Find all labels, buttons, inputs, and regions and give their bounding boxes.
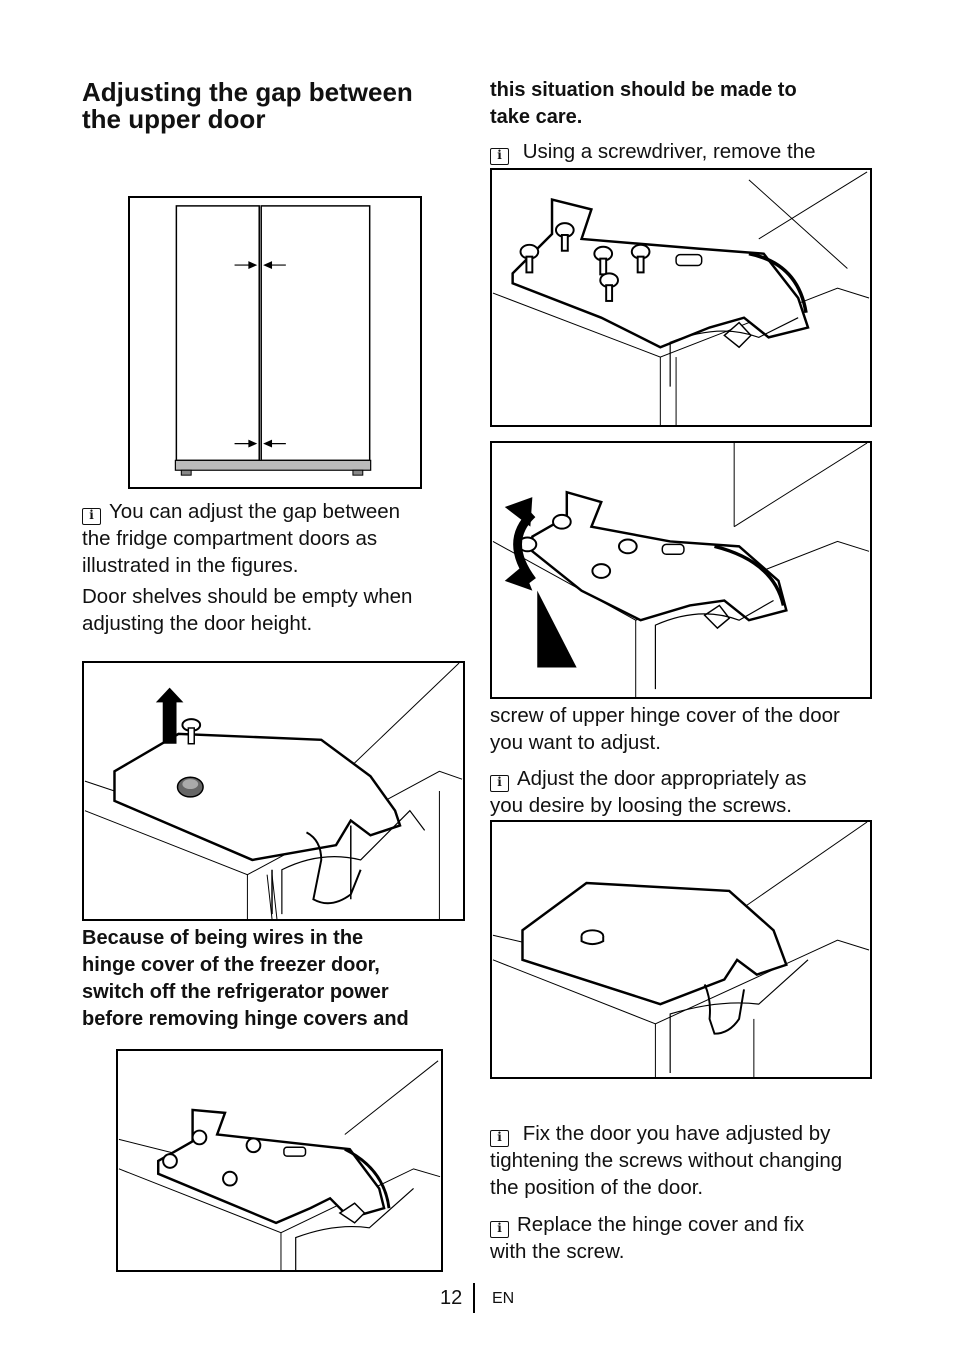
step1-intro: i Using a screwdriver, remove the <box>490 138 880 165</box>
info-icon: i <box>490 148 509 165</box>
hinge-cover-replaced-illustration <box>492 822 870 1077</box>
info-icon: i <box>82 508 101 525</box>
figure-hinge-loosen <box>490 441 872 699</box>
text-line: Door shelves should be empty when <box>82 585 413 608</box>
text-line: the position of the door. <box>490 1176 704 1199</box>
text-line: Fix the door you have adjusted by <box>522 1122 831 1145</box>
hinge-loosen-illustration <box>492 443 870 697</box>
text-line: you want to adjust. <box>490 731 661 754</box>
text-line: Replace the hinge cover and fix <box>517 1213 805 1236</box>
text-line: tightening the screws without changing <box>490 1149 843 1172</box>
text-line: Because of being wires in the <box>82 927 364 949</box>
hinge-screws-illustration <box>118 1060 441 1270</box>
step3-paragraph: i Fix the door you have adjusted by tigh… <box>490 1120 882 1201</box>
section-title: Adjusting the gap between the upper door <box>82 79 413 133</box>
step2-paragraph: i Adjust the door appropriately as you de… <box>490 765 882 819</box>
text-line: adjusting the door height. <box>82 612 313 635</box>
info-icon: i <box>490 1221 509 1238</box>
step1-continued: screw of upper hinge cover of the door y… <box>490 702 882 756</box>
text-line: You can adjust the gap between <box>109 500 401 523</box>
text-line: screw of upper hinge cover of the door <box>490 704 840 727</box>
figure-hinge-cover-replaced <box>490 820 872 1079</box>
text-line: the fridge compartment doors as <box>82 527 378 550</box>
page-number: 12 <box>440 1287 463 1309</box>
title-line: the upper door <box>82 104 266 134</box>
text-line: you desire by loosing the screws. <box>490 794 792 817</box>
text-line: switch off the refrigerator power <box>82 981 389 1003</box>
info-icon: i <box>490 1130 509 1147</box>
hinge-cover-illustration <box>84 663 463 919</box>
figure-hinge-cover-removal <box>82 661 465 921</box>
step4-paragraph: i Replace the hinge cover and fix with th… <box>490 1211 882 1265</box>
text-line: this situation should be made to <box>490 79 797 101</box>
text-line: with the screw. <box>490 1240 625 1263</box>
text-line: Adjust the door appropriately as <box>517 767 807 790</box>
warning-paragraph: Because of being wires in the hinge cove… <box>82 925 462 1033</box>
text-line: take care. <box>490 106 583 128</box>
title-line: Adjusting the gap between <box>82 77 413 107</box>
language-label: EN <box>492 1290 515 1307</box>
figure-fridge-front <box>128 196 422 489</box>
figure-hinge-screws-top <box>490 168 872 427</box>
info-icon: i <box>490 775 509 792</box>
warning-continuation: this situation should be made to take ca… <box>490 77 880 131</box>
text-line: Using a screwdriver, remove the <box>522 140 816 163</box>
paragraph-shelves: Door shelves should be empty when adjust… <box>82 583 462 637</box>
text-line: hinge cover of the freezer door, <box>82 954 380 976</box>
text-line: illustrated in the figures. <box>82 554 299 577</box>
footer-divider <box>473 1283 475 1313</box>
paragraph-gap-info: i You can adjust the gap between the frid… <box>82 498 462 579</box>
text-line: before removing hinge covers and <box>82 1008 409 1030</box>
hinge-screws-top-illustration <box>492 171 870 425</box>
fridge-front-illustration <box>174 205 372 476</box>
figure-hinge-screws <box>116 1049 443 1272</box>
